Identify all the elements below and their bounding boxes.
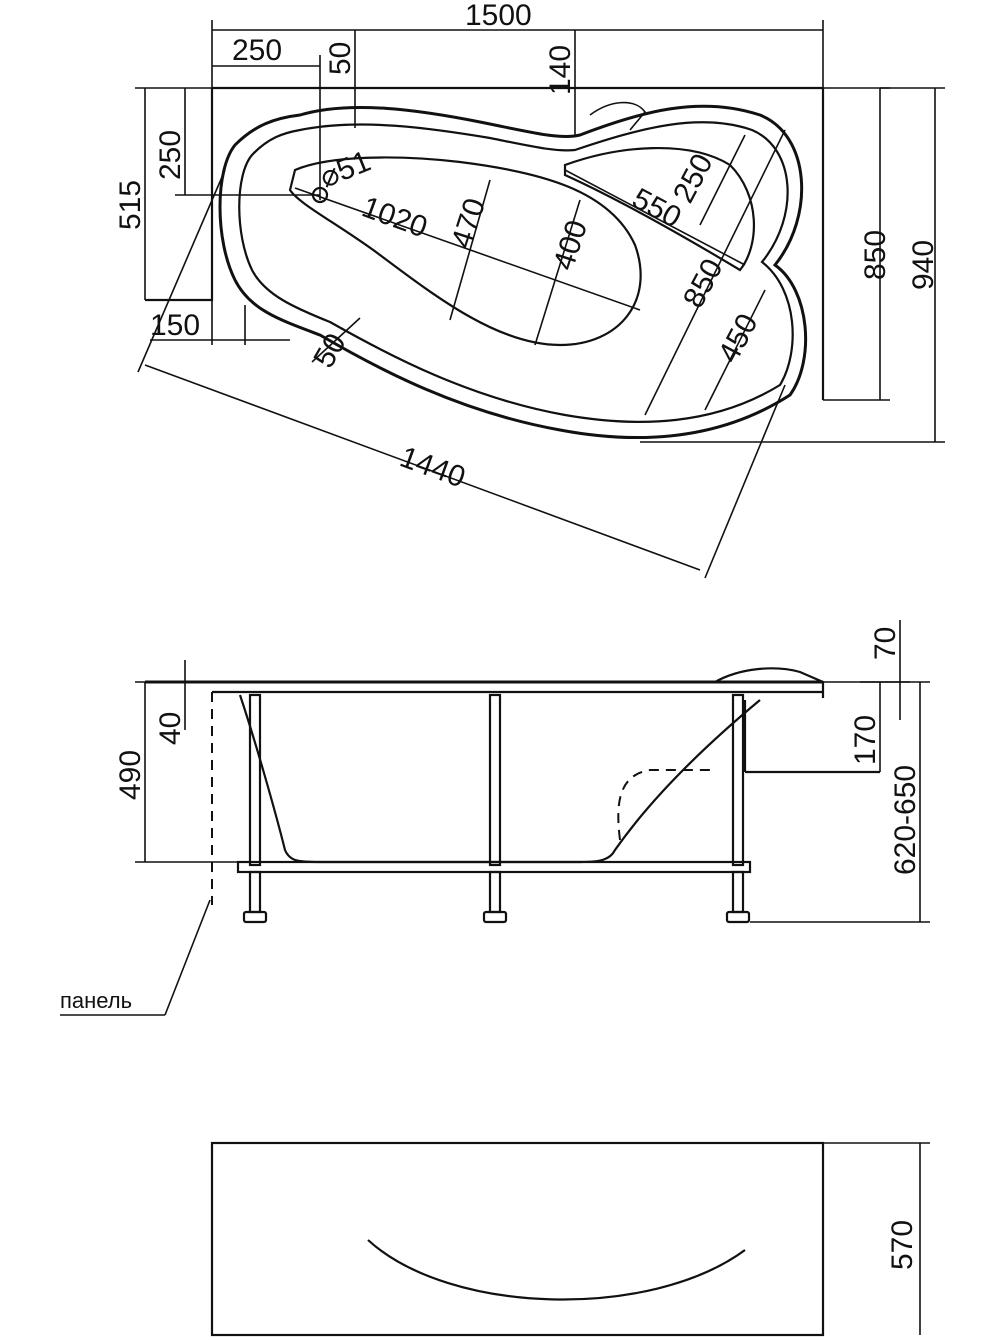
- label-250-top: 250: [232, 34, 282, 67]
- side-seat-hidden: [617, 769, 712, 841]
- panel-leader: [164, 899, 211, 1016]
- panel-curve: [367, 1239, 746, 1301]
- dim-line-850-diag: [644, 129, 786, 416]
- frame-base: [236, 860, 752, 874]
- label-diameter: ⌀51: [315, 145, 375, 195]
- rim-outline-left: [145, 88, 214, 302]
- label-620-650: 620-650: [889, 765, 922, 875]
- tub-basin: [288, 156, 642, 347]
- label-850-right: 850: [859, 230, 892, 280]
- foot-middle: [482, 910, 508, 924]
- frame-leg-right: [731, 693, 745, 867]
- label-400: 400: [547, 216, 594, 274]
- dim-line-450: [704, 289, 766, 411]
- label-70: 70: [869, 627, 902, 660]
- label-250-left: 250: [154, 130, 187, 180]
- dim-line-250-diag: [699, 134, 746, 226]
- label-50-top: 50: [324, 42, 357, 75]
- label-470: 470: [445, 194, 492, 252]
- label-490: 490: [114, 750, 147, 800]
- label-150: 150: [150, 309, 200, 342]
- label-panel: панель: [60, 988, 132, 1013]
- dim-line-1440: [144, 364, 701, 571]
- label-50-bottom: 50: [307, 328, 352, 373]
- side-view: 70 40 490 170 620-650 панель: [60, 620, 930, 1016]
- dim-line-550: [564, 169, 746, 266]
- panel-view: 570: [210, 1141, 930, 1337]
- tub-headrest: [563, 147, 755, 272]
- label-450: 450: [712, 309, 765, 369]
- label-515: 515: [114, 180, 147, 230]
- foot-left: [242, 910, 268, 924]
- dim-line-50: [311, 317, 361, 363]
- label-850-diag: 850: [677, 254, 730, 314]
- frame-leg-left: [248, 693, 262, 867]
- side-headrest: [714, 667, 825, 698]
- label-170: 170: [849, 715, 882, 765]
- label-1020: 1020: [358, 191, 432, 245]
- label-940: 940: [907, 240, 940, 290]
- tub-inner-rim: [238, 121, 794, 423]
- dim-line-470: [449, 179, 491, 321]
- dim-line-1020: [294, 187, 641, 311]
- top-view: 1500 250 50 140 250 515 150 50 ⌀51 1020 …: [114, 0, 945, 579]
- tub-outer-contour: [218, 104, 808, 440]
- label-40: 40: [154, 712, 187, 745]
- label-1500: 1500: [465, 0, 532, 32]
- label-140: 140: [544, 45, 577, 95]
- label-570: 570: [886, 1220, 919, 1270]
- foot-right: [725, 910, 751, 924]
- front-panel: [210, 1141, 825, 1337]
- dim-line-400: [534, 199, 581, 346]
- label-1440: 1440: [396, 441, 470, 495]
- frame-leg-middle: [488, 693, 502, 867]
- tub-handle: [589, 101, 647, 131]
